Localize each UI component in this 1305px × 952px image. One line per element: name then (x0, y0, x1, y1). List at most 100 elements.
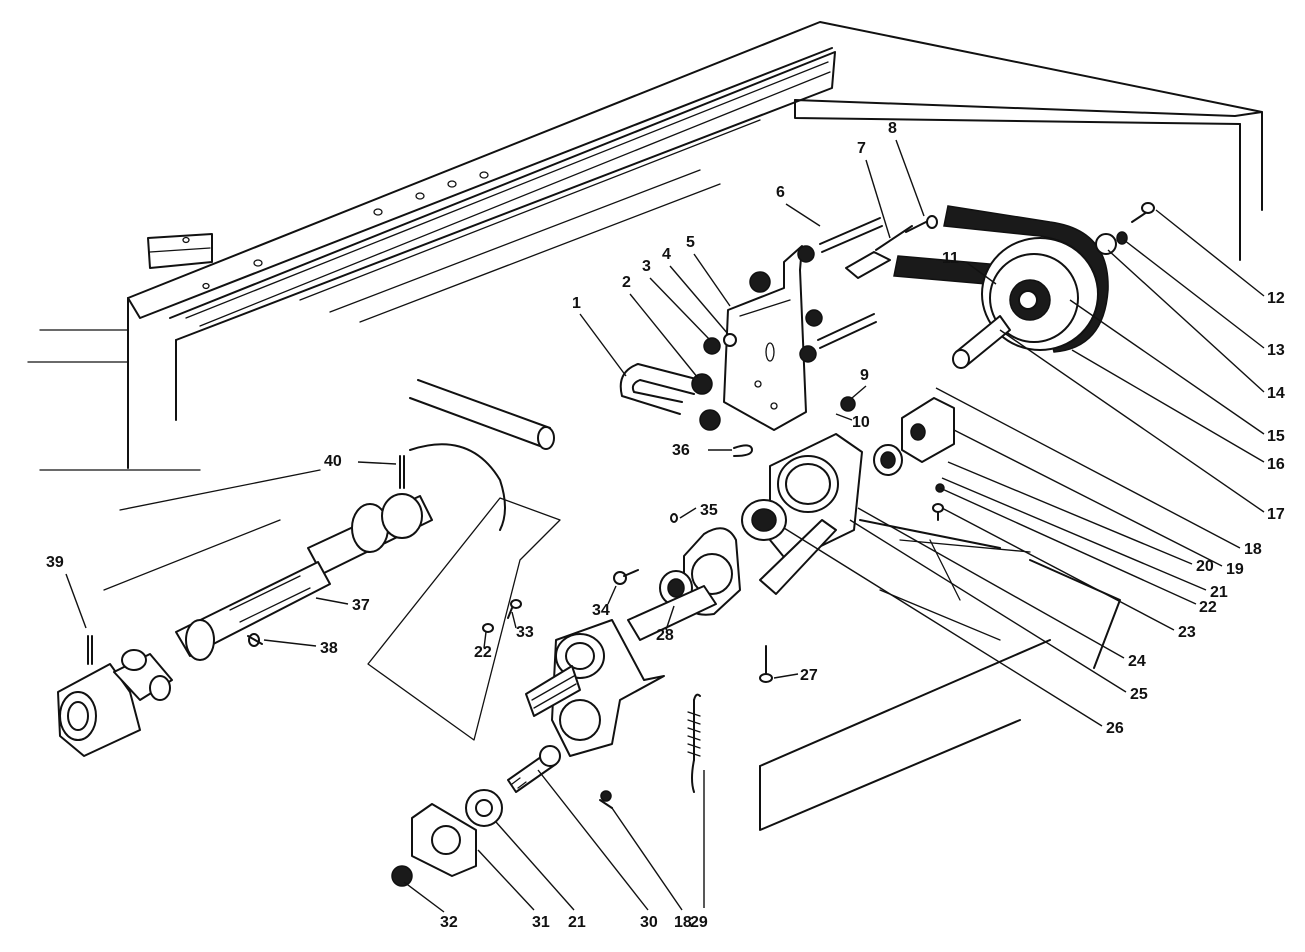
leader-line-10 (835, 413, 853, 421)
callout-label-11: 11 (942, 250, 959, 267)
leader-line-4 (669, 265, 729, 335)
leader-line-23 (941, 507, 1175, 631)
callout-label-19: 19 (1226, 561, 1244, 578)
fitting-38 (247, 633, 263, 647)
callout-label-10: 10 (852, 414, 870, 431)
callout-label-40: 40 (324, 453, 342, 470)
callout-label-8: 8 (888, 120, 897, 137)
callout-label-12: 12 (1267, 290, 1285, 307)
rail-holes (182, 171, 489, 290)
leader-line-37 (315, 597, 349, 605)
callout-label-22b: 22 (474, 644, 492, 661)
leader-line-28 (665, 605, 675, 631)
callout-label-36: 36 (672, 442, 690, 459)
spring-anchor-7 (845, 225, 913, 279)
callout-label-21b: 21 (568, 914, 586, 931)
hairpin-36 (733, 444, 753, 457)
leader-line-35 (679, 507, 697, 519)
fitting-18-lower (599, 790, 613, 809)
leader-line-2 (629, 293, 699, 379)
callout-label-30: 30 (640, 914, 658, 931)
callout-label-14: 14 (1267, 385, 1285, 402)
mower-frame (27, 21, 1263, 831)
callout-labels: 1234567891011121314151617181920212223242… (46, 120, 1285, 931)
callout-label-7: 7 (857, 140, 866, 157)
leader-line-6 (785, 203, 821, 227)
callout-label-24: 24 (1128, 653, 1146, 670)
leader-line-34 (607, 585, 617, 605)
leader-line-17 (999, 329, 1265, 513)
callout-label-26: 26 (1106, 720, 1124, 737)
bolts-33-34 (482, 513, 678, 633)
callout-label-29: 29 (690, 914, 708, 931)
bearing-block-19 (901, 397, 955, 463)
shaft-17 (952, 315, 1011, 369)
callout-label-39: 39 (46, 554, 64, 571)
leader-line-8 (895, 139, 925, 217)
bearing-21-lower (465, 789, 503, 827)
pulley-15 (981, 237, 1099, 351)
leader-line-20 (947, 461, 1193, 565)
leader-line-26 (783, 527, 1103, 727)
callout-label-35: 35 (700, 502, 718, 519)
leader-line-30 (537, 769, 649, 911)
idler-bracket-5 (723, 245, 807, 431)
leader-line-33 (511, 611, 517, 629)
callout-label-25: 25 (1130, 686, 1148, 703)
callout-label-6: 6 (776, 184, 785, 201)
callout-label-18: 18 (1244, 541, 1262, 558)
callout-label-15: 15 (1267, 428, 1285, 445)
plate-31 (411, 803, 477, 877)
callout-label-9: 9 (860, 367, 869, 384)
leader-line-12 (1155, 209, 1265, 297)
leader-line-18 (935, 387, 1241, 549)
callout-label-28: 28 (656, 627, 674, 644)
callout-label-21: 21 (1210, 584, 1228, 601)
callout-label-17: 17 (1267, 506, 1285, 523)
leader-line-38 (263, 639, 317, 647)
leader-line-22 (939, 487, 1197, 605)
leader-line-24 (857, 507, 1125, 659)
callout-label-33: 33 (516, 624, 534, 641)
leader-line-1 (579, 313, 627, 377)
leader-line-15 (1069, 299, 1265, 435)
callout-label-2: 2 (622, 274, 631, 291)
callout-label-4: 4 (662, 246, 671, 263)
gearbox-main (525, 619, 665, 757)
callout-label-23: 23 (1178, 624, 1196, 641)
leader-line-13 (1123, 239, 1265, 349)
bolt-27 (759, 645, 773, 683)
bearing-21-upper (873, 444, 903, 476)
callout-leaders (65, 139, 1265, 913)
leader-line-21b (495, 821, 575, 911)
hardware-12-14 (1095, 202, 1155, 255)
leader-line-27 (773, 673, 799, 679)
callout-label-13: 13 (1267, 342, 1285, 359)
leader-line-14 (1107, 249, 1265, 393)
nuts (691, 245, 856, 431)
leader-line-22b (483, 631, 487, 649)
callout-label-34: 34 (592, 602, 610, 619)
drive-shaft-37 (57, 493, 433, 757)
leader-line-18b (611, 807, 683, 911)
leader-line-25 (849, 519, 1127, 693)
callout-label-16: 16 (1267, 456, 1285, 473)
bolt-8 (905, 215, 938, 233)
callout-label-22: 22 (1199, 599, 1217, 616)
callout-label-18b: 18 (674, 914, 692, 931)
bolts-6 (817, 217, 883, 349)
callout-label-38: 38 (320, 640, 338, 657)
leader-line-21 (941, 477, 1207, 591)
housing-24 (759, 433, 863, 595)
leader-line-40 (357, 461, 397, 465)
callout-label-1: 1 (572, 295, 581, 312)
leader-line-39 (65, 573, 87, 629)
nut-32 (391, 865, 413, 887)
shoulder-bolt-30 (507, 745, 561, 793)
leader-line-19 (953, 429, 1223, 567)
callout-label-31: 31 (532, 914, 550, 931)
u-bolt-1 (619, 363, 701, 415)
callout-label-5: 5 (686, 234, 695, 251)
callout-label-27: 27 (800, 667, 818, 684)
